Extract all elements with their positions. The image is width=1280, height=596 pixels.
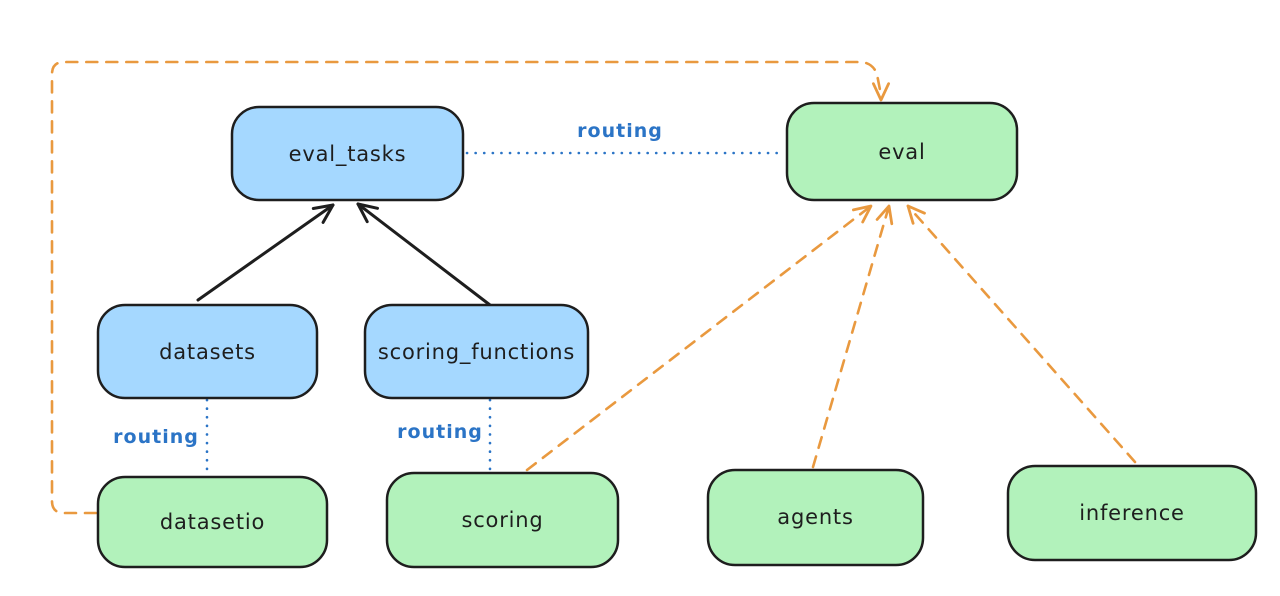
node-datasets: datasets xyxy=(96,303,319,400)
node-eval-box xyxy=(785,101,1019,202)
node-datasets-label: datasets xyxy=(159,340,256,364)
node-datasetio-box xyxy=(96,475,329,569)
node-eval-tasks-label: eval_tasks xyxy=(289,142,407,167)
routing-label-top: routing xyxy=(577,120,663,142)
node-scoring-functions-label: scoring_functions xyxy=(378,340,575,365)
node-scoring-functions-box xyxy=(363,303,590,400)
arrow-inference-to-eval xyxy=(906,204,1137,464)
node-datasetio-label: datasetio xyxy=(160,510,265,534)
node-eval-tasks-box xyxy=(230,105,465,202)
node-eval: eval xyxy=(785,101,1019,202)
routing-label-scoring: routing xyxy=(397,421,483,443)
arrow-datasets-to-eval-tasks xyxy=(196,203,335,302)
node-scoring: scoring xyxy=(385,471,620,569)
node-scoring-label: scoring xyxy=(461,508,543,532)
node-agents-label: agents xyxy=(777,505,853,529)
arrow-datasetio-to-eval xyxy=(50,60,890,515)
node-agents-box xyxy=(706,468,925,567)
node-datasetio: datasetio xyxy=(96,475,329,569)
node-datasets-box xyxy=(96,303,319,400)
node-scoring-functions: scoring_functions xyxy=(363,303,590,400)
arrow-scoring-functions-to-eval-tasks xyxy=(356,202,492,307)
node-eval-label: eval xyxy=(878,140,925,164)
arrow-scoring-to-eval xyxy=(525,204,873,472)
node-agents: agents xyxy=(706,468,925,567)
node-inference-label: inference xyxy=(1079,501,1185,525)
arrow-agents-to-eval xyxy=(811,204,894,469)
node-scoring-box xyxy=(385,471,620,569)
node-inference-box xyxy=(1006,464,1258,562)
routing-label-datasetio: routing xyxy=(113,426,199,448)
node-eval-tasks: eval_tasks xyxy=(230,105,465,202)
node-inference: inference xyxy=(1006,464,1258,562)
